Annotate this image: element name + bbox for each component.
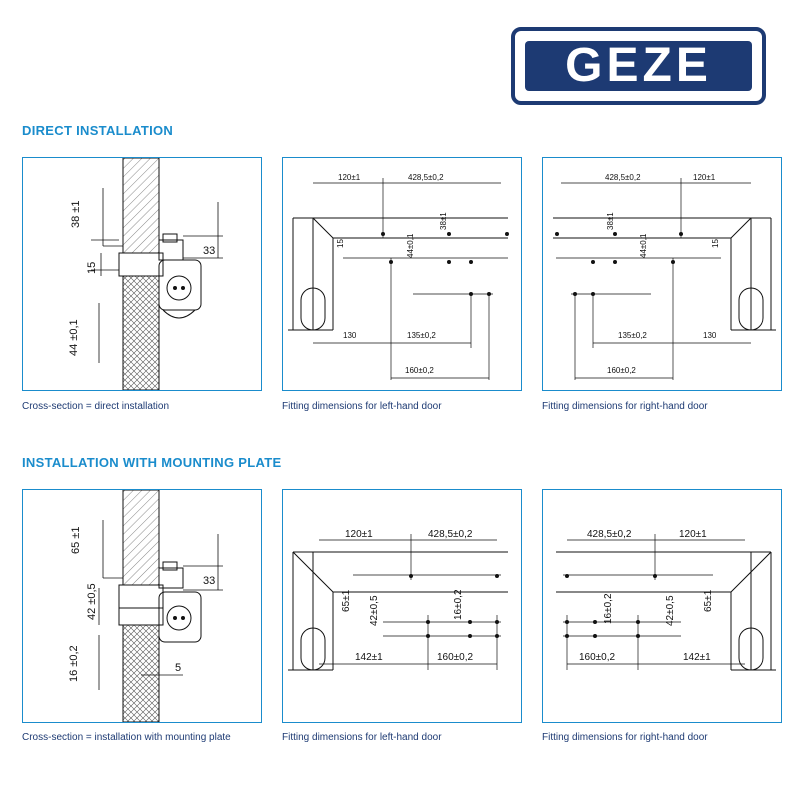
dim-label: 33	[203, 575, 215, 587]
caption-cross-section-direct: Cross-section = direct installation	[22, 401, 170, 412]
dim-label: 5	[175, 662, 181, 674]
dim-label: 42 ±0,5	[86, 583, 98, 620]
dim-label: 16±0,2	[453, 589, 464, 620]
dim-label: 65 ±1	[70, 527, 82, 554]
left-door-direct-drawing: 120±1 428,5±0,2 38±1 15 44±0,1 130 135±0…	[288, 173, 509, 380]
dim-label: 16 ±0,2	[68, 645, 80, 682]
dim-label: 15	[86, 262, 98, 274]
dim-label: 135±0,2	[407, 331, 436, 340]
dim-label: 160±0,2	[437, 652, 474, 663]
dim-label: 44±0,1	[406, 233, 415, 258]
dim-label: 135±0,2	[618, 331, 647, 340]
diagram-right-door-direct: 428,5±0,2 120±1 38±1 44±0,1 15 135±0,2 1…	[542, 157, 782, 391]
dim-label: 42±0,5	[665, 595, 676, 626]
cross-section-direct-drawing: 38 ±1 15 33 44 ±0,1	[68, 158, 223, 390]
dim-label: 38±1	[606, 212, 615, 230]
dim-label: 428,5±0,2	[605, 173, 641, 182]
diagram-cross-section-direct: 38 ±1 15 33 44 ±0,1	[22, 157, 262, 391]
dim-label: 65±1	[703, 589, 714, 612]
dim-label: 142±1	[355, 652, 383, 663]
geze-logo: GEZE	[511, 27, 766, 105]
left-door-mounting-plate-drawing: 120±1 428,5±0,2 65±1 42±0,5 16±0,2 142±1…	[288, 529, 508, 671]
right-door-direct-drawing: 428,5±0,2 120±1 38±1 44±0,1 15 135±0,2 1…	[553, 173, 776, 380]
dim-label: 15	[336, 239, 345, 248]
caption-left-door-mounting-plate: Fitting dimensions for left-hand door	[282, 732, 442, 743]
dim-label: 120±1	[693, 173, 716, 182]
cross-section-mounting-plate-drawing: 65 ±1 42 ±0,5 33 16 ±0,2 5	[68, 490, 223, 722]
dim-label: 33	[203, 245, 215, 257]
dim-label: 130	[343, 331, 357, 340]
dim-label: 142±1	[683, 652, 711, 663]
diagram-left-door-direct: 120±1 428,5±0,2 38±1 15 44±0,1 130 135±0…	[282, 157, 522, 391]
dim-label: 44±0,1	[639, 233, 648, 258]
logo-text: GEZE	[565, 39, 712, 92]
section-title-mounting-plate: INSTALLATION WITH MOUNTING PLATE	[22, 455, 282, 470]
right-door-mounting-plate-drawing: 428,5±0,2 120±1 16±0,2 42±0,5 65±1 160±0…	[556, 529, 776, 671]
dim-label: 15	[711, 239, 720, 248]
dim-label: 120±1	[345, 529, 373, 540]
dim-label: 120±1	[338, 173, 361, 182]
section-title-direct-installation: DIRECT INSTALLATION	[22, 123, 174, 138]
dim-label: 428,5±0,2	[587, 529, 632, 540]
dim-label: 38±1	[439, 212, 448, 230]
dim-label: 65±1	[341, 589, 352, 612]
dim-label: 428,5±0,2	[408, 173, 444, 182]
dim-label: 120±1	[679, 529, 707, 540]
diagram-cross-section-mounting-plate: 65 ±1 42 ±0,5 33 16 ±0,2 5	[22, 489, 262, 723]
dim-label: 428,5±0,2	[428, 529, 473, 540]
caption-right-door-mounting-plate: Fitting dimensions for right-hand door	[542, 732, 708, 743]
dim-label: 160±0,2	[607, 366, 636, 375]
caption-right-door-direct: Fitting dimensions for right-hand door	[542, 401, 708, 412]
caption-cross-section-mounting-plate: Cross-section = installation with mounti…	[22, 732, 231, 743]
caption-left-door-direct: Fitting dimensions for left-hand door	[282, 401, 442, 412]
dim-label: 160±0,2	[579, 652, 616, 663]
dim-label: 38 ±1	[70, 201, 82, 228]
diagram-left-door-mounting-plate: 120±1 428,5±0,2 65±1 42±0,5 16±0,2 142±1…	[282, 489, 522, 723]
dim-label: 160±0,2	[405, 366, 434, 375]
dim-label: 16±0,2	[603, 593, 614, 624]
dim-label: 130	[703, 331, 717, 340]
logo-badge: GEZE	[525, 41, 752, 91]
dim-label: 44 ±0,1	[68, 319, 80, 356]
dim-label: 42±0,5	[369, 595, 380, 626]
diagram-right-door-mounting-plate: 428,5±0,2 120±1 16±0,2 42±0,5 65±1 160±0…	[542, 489, 782, 723]
